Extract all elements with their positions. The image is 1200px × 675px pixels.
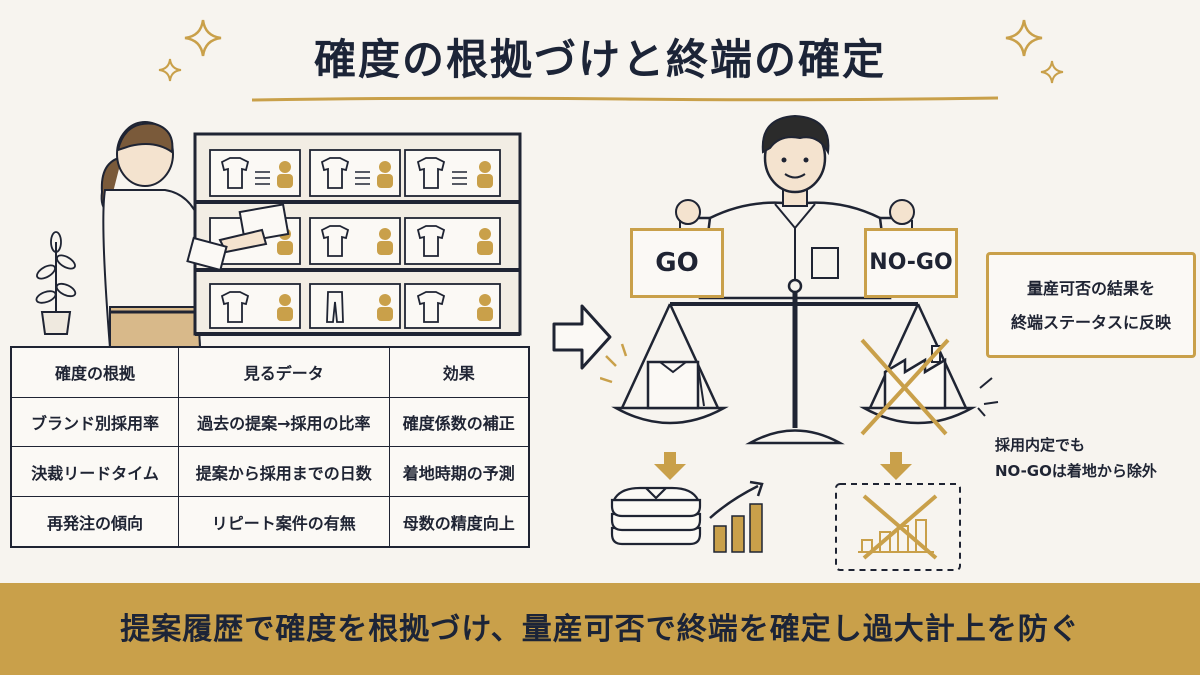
table-row: ブランド別採用率 過去の提案→採用の比率 確度係数の補正 xyxy=(10,396,530,448)
shirt-icon xyxy=(220,157,446,323)
table-header-cell: 効果 xyxy=(388,346,530,398)
woman-shelf-illustration xyxy=(35,121,522,348)
table-header-cell: 見るデータ xyxy=(178,346,390,398)
man-figure xyxy=(675,114,915,300)
status-reflection-box: 量産可否の結果を 終端ステータスに反映 xyxy=(986,252,1196,358)
factory-icon xyxy=(883,345,947,410)
table-cell: ブランド別採用率 xyxy=(10,396,180,448)
banner-text: 提案履歴で確度を根拠づけ、量産可否で終端を確定し過大計上を防ぐ xyxy=(120,612,1080,647)
evidence-table: 確度の根拠 見るデータ 効果 ブランド別採用率 過去の提案→採用の比率 確度係数… xyxy=(10,346,530,548)
arrow-down-icon xyxy=(654,452,912,480)
table-cell: 再発注の傾向 xyxy=(10,496,180,548)
table-cell: 決裁リードタイム xyxy=(10,446,180,498)
status-box-line: 終端ステータスに反映 xyxy=(1010,313,1171,332)
note-line: 採用内定でも xyxy=(995,436,1086,454)
status-box-line: 量産可否の結果を xyxy=(1026,279,1155,298)
shirt-box-icon xyxy=(646,360,705,410)
man-scale-illustration xyxy=(600,114,999,571)
table-cell: 着地時期の予測 xyxy=(388,446,530,498)
bottom-banner xyxy=(0,583,1200,675)
table-row: 決裁リードタイム 提案から採用までの日数 着地時期の予測 xyxy=(10,446,530,498)
sparkle-icon xyxy=(158,58,182,82)
sparkle-icon xyxy=(1040,60,1064,84)
note-line: NO-GOは着地から除外 xyxy=(995,462,1157,480)
table-cell: 提案から採用までの日数 xyxy=(178,446,390,498)
table-header-cell: 確度の根拠 xyxy=(10,346,180,398)
held-card xyxy=(186,203,290,272)
cross-icon xyxy=(860,338,950,436)
title-underline xyxy=(251,96,999,102)
page-title: 確度の根拠づけと終端の確定 xyxy=(313,35,886,84)
table-cell: 過去の提案→採用の比率 xyxy=(178,396,390,448)
plant-icon xyxy=(35,231,77,335)
table-cell: 確度係数の補正 xyxy=(388,396,530,448)
growth-chart-icon xyxy=(709,480,764,553)
table-cell: 母数の精度向上 xyxy=(388,496,530,548)
arrow-right-icon xyxy=(552,304,612,370)
nogo-sign: NO-GO xyxy=(864,228,958,298)
table-row: 再発注の傾向 リピート案件の有無 母数の精度向上 xyxy=(10,496,530,548)
excluded-chart-icon xyxy=(835,483,961,571)
balance-scale xyxy=(611,278,977,445)
shirt-stack-icon xyxy=(610,486,702,546)
nogo-note: 採用内定でも NO-GOは着地から除外 xyxy=(995,432,1200,484)
sparkle-icon xyxy=(184,19,222,57)
table-cell: リピート案件の有無 xyxy=(178,496,390,548)
go-sign: GO xyxy=(630,228,724,298)
sparkle-icon xyxy=(1005,19,1043,57)
table-header-row: 確度の根拠 見るデータ 効果 xyxy=(10,346,530,398)
